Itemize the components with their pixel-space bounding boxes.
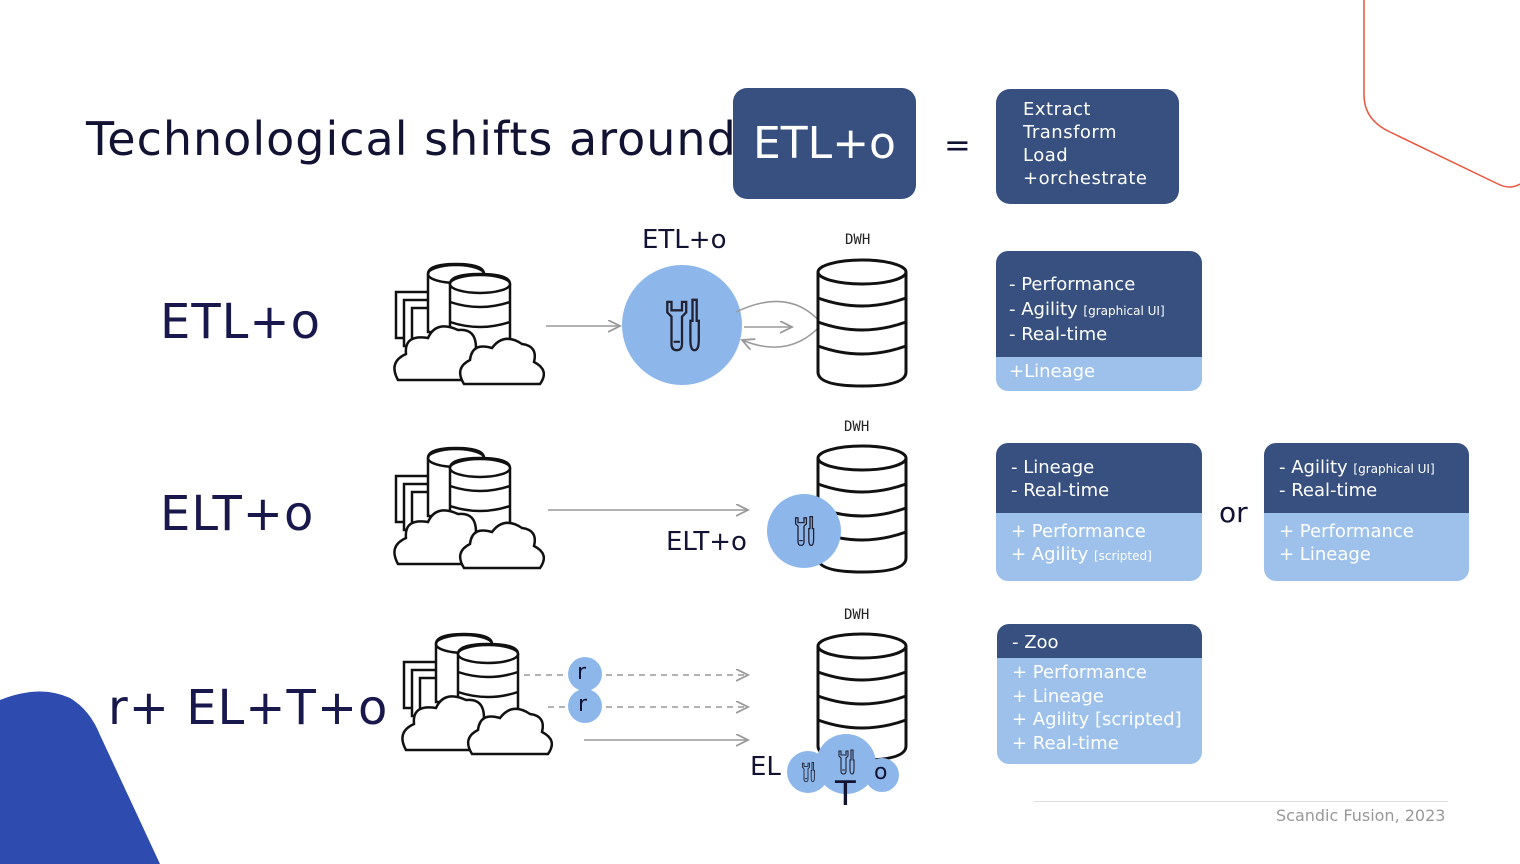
- definition-line: Load: [1023, 145, 1069, 166]
- row-label-etl: ETL+o: [160, 294, 321, 350]
- equals-sign: =: [944, 126, 971, 164]
- tradeoff-card-etl: - Performance - Agility [graphical UI] -…: [996, 251, 1202, 391]
- replication-label: r: [577, 660, 587, 685]
- t-label: T: [835, 774, 856, 814]
- tradeoff-line: + Lineage: [1012, 685, 1104, 707]
- row-label-elt: ELT+o: [160, 486, 315, 542]
- or-label: or: [1219, 496, 1248, 529]
- flow-label-elt: ELT+o: [666, 527, 747, 557]
- tradeoff-line: + Performance: [1012, 662, 1147, 683]
- dwh-label: DWH: [844, 419, 870, 435]
- definition-line: Transform: [1023, 122, 1118, 143]
- row-label-r-el-t: r+ EL+T+o: [108, 680, 389, 736]
- tradeoff-line: - Real-time: [1009, 324, 1108, 345]
- tradeoff-line: - Agility [graphical UI]: [1009, 299, 1165, 320]
- el-label: EL: [750, 752, 781, 782]
- definition-line: +orchestrate: [1023, 168, 1148, 189]
- etl-o-header-box: ETL+o: [733, 88, 916, 199]
- o-label: o: [874, 760, 888, 785]
- tradeoff-card-elt: - Lineage - Real-time + Performance + Ag…: [996, 443, 1202, 581]
- tradeoff-line: - Real-time: [1279, 480, 1378, 501]
- dwh-label: DWH: [844, 607, 870, 623]
- footer-credit: Scandic Fusion, 2023: [1276, 806, 1446, 825]
- replication-label: r: [578, 692, 588, 717]
- corner-outline-top-right: [1363, 0, 1520, 188]
- page-title: Technological shifts around: [86, 112, 737, 166]
- tradeoff-card-r-el-t: - Zoo + Performance + Lineage + Agility …: [997, 624, 1202, 764]
- dwh-label: DWH: [845, 232, 871, 248]
- tradeoff-line: + Performance: [1279, 521, 1414, 542]
- tradeoff-line: +Lineage: [1009, 361, 1096, 382]
- tradeoff-line: + Agility [scripted]: [1012, 709, 1182, 730]
- tradeoff-line: - Zoo: [1012, 632, 1059, 653]
- footer-divider: [1034, 801, 1448, 802]
- etl-definition-box: Extract Transform Load +orchestrate: [996, 89, 1179, 204]
- tradeoff-line: + Real-time: [1012, 732, 1119, 754]
- corner-shape-bottom-left: [0, 691, 160, 864]
- flow-label-etl: ETL+o: [642, 225, 727, 255]
- tradeoff-line: + Performance: [1011, 521, 1146, 542]
- tradeoff-line: - Agility [graphical UI]: [1279, 457, 1435, 478]
- tradeoff-line: - Lineage: [1011, 457, 1095, 478]
- tradeoff-line: + Lineage: [1279, 544, 1371, 565]
- definition-line: Extract: [1023, 99, 1091, 120]
- tradeoff-card-elt-alt: - Agility [graphical UI] - Real-time + P…: [1264, 443, 1469, 581]
- tradeoff-line: - Real-time: [1011, 480, 1110, 501]
- tradeoff-line: + Agility [scripted]: [1011, 544, 1152, 565]
- tradeoff-line: - Performance: [1009, 274, 1136, 295]
